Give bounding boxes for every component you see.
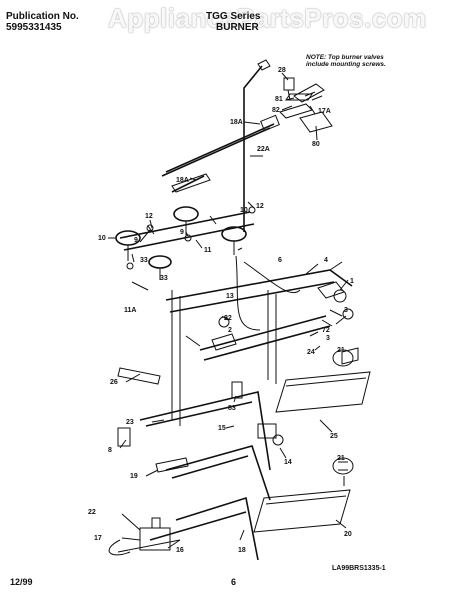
part-11: 11 [204, 247, 212, 254]
part-82: 82 [272, 107, 280, 114]
part-12-right: 12 [256, 203, 264, 210]
part-3-lower: 3 [326, 335, 330, 342]
publication-number: 5995331435 [6, 22, 62, 33]
part-17: 17 [94, 535, 102, 542]
heat-deflectors [253, 347, 371, 533]
footer-drawing-code: LA99BRS1335-1 [332, 565, 386, 572]
valve-bracket-assembly [279, 77, 333, 133]
part-33-lower: 33 [160, 275, 168, 282]
part-4: 4 [324, 257, 328, 264]
small-parts [117, 316, 284, 447]
part-22A: 22A [257, 146, 270, 153]
part-6: 6 [278, 257, 282, 264]
part-25: 25 [330, 433, 338, 440]
part-1: 1 [350, 278, 354, 285]
part-3: 3 [344, 307, 348, 314]
part-21-lower: 21 [337, 455, 345, 462]
model-label: TGG Series [206, 11, 261, 22]
footer-page-number: 6 [231, 577, 237, 587]
footer-date: 12/99 [10, 577, 33, 587]
part-19: 19 [130, 473, 138, 480]
part-23: 23 [126, 419, 134, 426]
part-33: 33 [140, 257, 148, 264]
part-10-right: 10 [240, 207, 248, 214]
publication-label: Publication No. [6, 11, 79, 22]
part-9: 9 [134, 237, 138, 244]
part-28: 28 [278, 67, 286, 74]
part-22: 22 [224, 315, 232, 322]
part-14: 14 [284, 459, 292, 466]
part-80: 80 [312, 141, 320, 148]
part-11A: 11A [124, 307, 136, 314]
part-83: 83 [228, 405, 236, 412]
part-10: 10 [98, 235, 106, 242]
part-18A-lower: 18A [176, 177, 189, 184]
note: NOTE: Top burner valves include mounting… [306, 54, 386, 68]
part-72: 72 [322, 327, 330, 334]
burner-tubes [161, 59, 280, 232]
part-12: 12 [145, 213, 153, 220]
note-line-2: include mounting screws. [306, 61, 386, 68]
part-15: 15 [218, 425, 226, 432]
part-26: 26 [110, 379, 118, 386]
gas-lines [165, 255, 354, 426]
note-line-1: NOTE: Top burner valves [306, 54, 384, 61]
part-9-center: 9 [180, 229, 184, 236]
part-13: 13 [226, 293, 234, 300]
leader-lines [108, 72, 349, 549]
part-24: 24 [307, 349, 315, 356]
page-title: BURNER [216, 22, 259, 33]
part-20: 20 [344, 531, 352, 538]
burner-manifold [115, 206, 256, 280]
part-81: 81 [275, 96, 283, 103]
part-21: 21 [337, 347, 345, 354]
part-callouts: 28 81 82 17A 80 18A 22A 18A 12 9 10 33 9… [88, 67, 354, 554]
part-16: 16 [176, 547, 184, 554]
part-18: 18 [238, 547, 246, 554]
part-22-lower: 22 [88, 509, 96, 516]
part-2: 2 [228, 327, 232, 334]
watermark: AppliancePartsPros.com [108, 3, 427, 33]
part-18A: 18A [230, 119, 243, 126]
part-8: 8 [108, 447, 112, 454]
lower-tubing [108, 391, 271, 561]
part-17A: 17A [318, 108, 331, 115]
